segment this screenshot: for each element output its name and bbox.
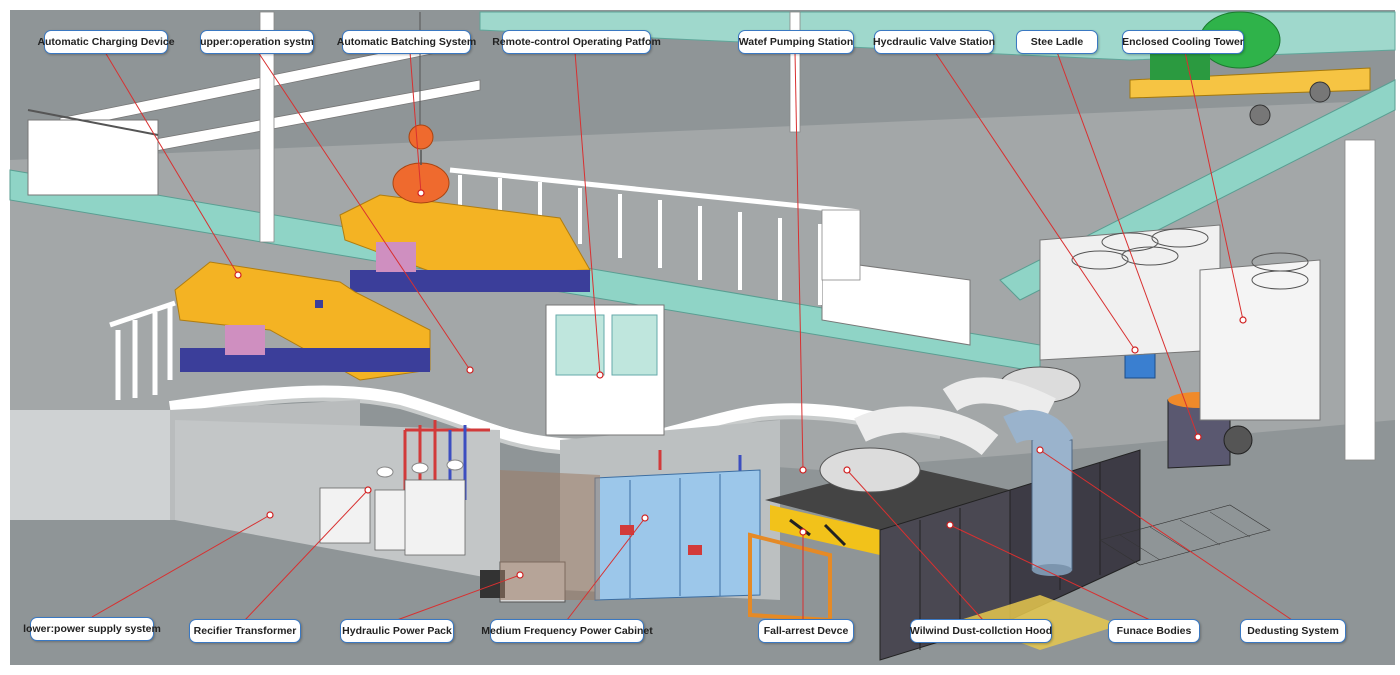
label-whirlwind-dust-collection-hood: Wilwind Dust-collction Hood — [910, 619, 1052, 643]
label-hydraulic-valve-station: Hycdraulic Valve Station — [873, 30, 995, 54]
label-furnace-bodies: Funace Bodies — [1108, 619, 1200, 643]
label-dedusting-system: Dedusting System — [1240, 619, 1346, 643]
cooling-tower-right — [1199, 259, 1321, 421]
label-water-pumping-station: Watef Pumping Station — [738, 30, 854, 54]
label-enclosed-cooling-tower: Enclosed Cooling Tower — [1122, 30, 1244, 54]
electromagnet-top — [408, 124, 434, 150]
label-steel-ladle: Stee Ladle — [1016, 30, 1098, 54]
furnace-deck — [765, 465, 1010, 530]
walkway-edge — [168, 385, 942, 453]
label-automatic-batching-system: Automatic Batching System — [337, 30, 476, 54]
floor-grid — [1099, 504, 1271, 566]
label-hydraulic-power-pack: Hydraulic Power Pack — [340, 619, 454, 643]
label-lower-power-supply-system: lower:power supply system — [23, 617, 161, 641]
rectifier-transformers — [319, 479, 466, 556]
label-automatic-charging-device: Automatic Charging Device — [37, 30, 175, 54]
dedusting-pipe — [1031, 439, 1073, 571]
label-medium-frequency-power-cabinet: Medium Frequency Power Cabinet — [481, 619, 653, 643]
label-fall-arrest-device: Fall-arrest Devce — [758, 619, 854, 643]
dust-hood — [819, 447, 921, 493]
label-remote-control-platform: Remote-control Operating Patfom — [492, 30, 661, 54]
label-rectifier-transformer: Recifier Transformer — [189, 619, 301, 643]
label-upper-operation-system: upper:operation systm — [200, 30, 314, 54]
